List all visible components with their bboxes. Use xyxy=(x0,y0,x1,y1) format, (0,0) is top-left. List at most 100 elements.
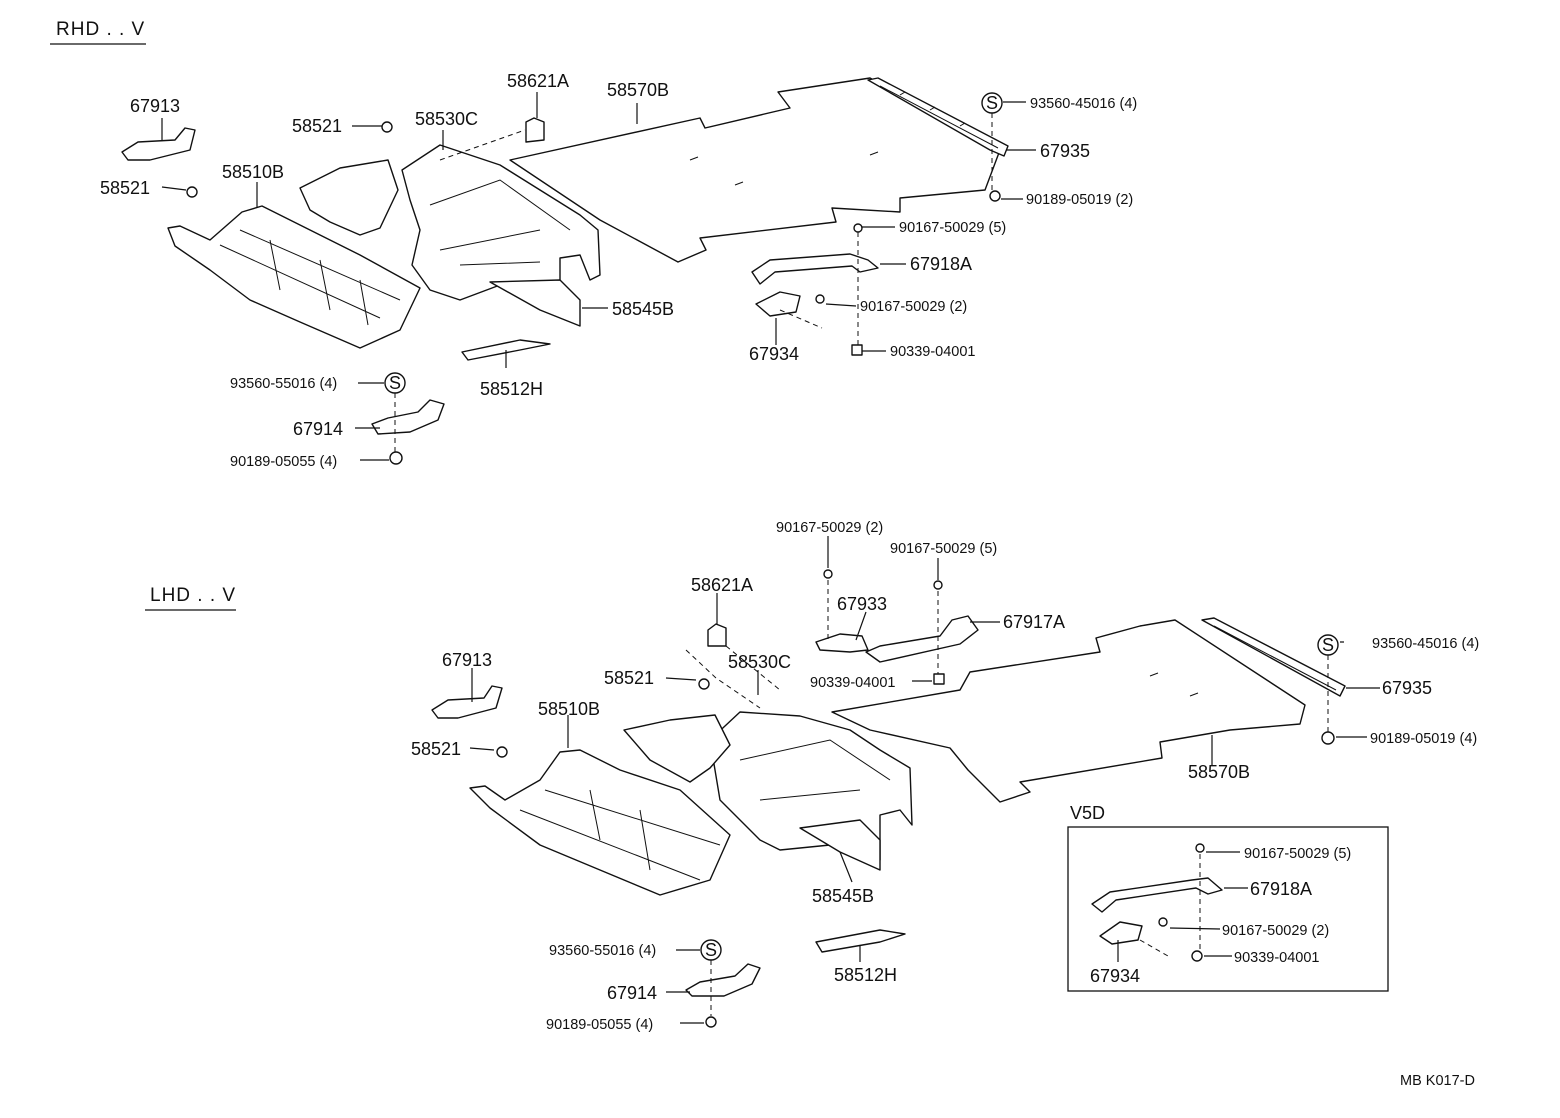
bracket-67918A xyxy=(751,253,879,285)
lhd-section: LHD . . V xyxy=(145,520,1479,1033)
floor-tunnel-58530C-lhd xyxy=(709,711,913,861)
callout-67933: 67933 xyxy=(837,594,887,614)
bracket-67934-v5d xyxy=(1099,921,1143,945)
lhd-section-title: LHD . . V xyxy=(150,585,236,606)
front-floor-58510B xyxy=(167,205,421,349)
callout-90189-05055: 90189-05055 (4) xyxy=(230,454,337,470)
nut-90339-04001-v5d xyxy=(1191,950,1203,962)
callout-67913-lhd: 67913 xyxy=(442,650,492,670)
callout-58512H: 58512H xyxy=(480,379,543,399)
svg-text:S: S xyxy=(986,93,998,113)
bracket-67913-lhd xyxy=(431,685,503,719)
clip-58621A xyxy=(525,117,545,143)
callout-67913: 67913 xyxy=(130,96,180,116)
nut-90189-05019-lhd xyxy=(1321,731,1335,745)
clip-58521-side-lhd xyxy=(496,746,508,758)
nut-90189-05055 xyxy=(389,451,403,465)
svg-text:S: S xyxy=(705,940,717,960)
callout-58510B: 58510B xyxy=(222,162,284,182)
callout-58570B-lhd: 58570B xyxy=(1188,762,1250,782)
callout-67918A-v5d: 67918A xyxy=(1250,879,1312,899)
callout-93560-45016-lhd: 93560-45016 (4) xyxy=(1372,636,1479,652)
callout-58545B: 58545B xyxy=(612,299,674,319)
callout-90189-05019-lhd: 90189-05019 (4) xyxy=(1370,731,1477,747)
callout-67934-v5d: 67934 xyxy=(1090,966,1140,986)
rear-floor-panel-lhd xyxy=(831,619,1306,803)
callout-58530C-lhd: 58530C xyxy=(728,652,791,672)
clip-58521-top xyxy=(381,121,393,133)
callout-67935: 67935 xyxy=(1040,141,1090,161)
bracket-58545B-lhd xyxy=(799,819,881,871)
svg-text:S: S xyxy=(389,373,401,393)
callout-90167-50029-5: 90167-50029 (5) xyxy=(899,220,1006,236)
callout-58521-a-lhd: 58521 xyxy=(604,668,654,688)
callout-90167-50029-2-lhd: 90167-50029 (2) xyxy=(776,520,883,536)
callout-67914: 67914 xyxy=(293,419,343,439)
callout-67934: 67934 xyxy=(749,344,799,364)
clip-58521-top-lhd xyxy=(698,678,710,690)
bracket-58545B xyxy=(489,279,581,327)
bracket-67913 xyxy=(121,127,196,161)
v5d-box xyxy=(1067,826,1389,992)
rhd-section-title: RHD . . V xyxy=(56,19,145,40)
callout-93560-45016: 93560-45016 (4) xyxy=(1030,96,1137,112)
bracket-67918A-v5d xyxy=(1091,877,1223,913)
nut-90189-05055-lhd xyxy=(705,1016,717,1028)
bracket-67917A xyxy=(865,615,979,663)
callout-67935-lhd: 67935 xyxy=(1382,678,1432,698)
callout-90339-04001: 90339-04001 xyxy=(890,344,975,360)
callout-58621A: 58621A xyxy=(507,71,569,91)
rear-floor-panel xyxy=(509,77,1001,263)
callout-90189-05055-lhd: 90189-05055 (4) xyxy=(546,1017,653,1033)
callout-90167-50029-5-lhd: 90167-50029 (5) xyxy=(890,541,997,557)
callout-67917A: 67917A xyxy=(1003,612,1065,632)
seal-marker-93560-55016: S xyxy=(384,372,406,394)
bracket-67914 xyxy=(371,399,445,435)
callout-58510B-lhd: 58510B xyxy=(538,699,600,719)
screw-90167-50029-2-v5d xyxy=(1158,917,1168,927)
bracket-67934 xyxy=(755,291,801,317)
clip-58621A-lhd xyxy=(707,623,727,647)
nut-90189-05019 xyxy=(989,190,1001,202)
floor-tunnel-58530C xyxy=(401,144,601,301)
callout-90167-50029-2-v5d: 90167-50029 (2) xyxy=(1222,923,1329,939)
callout-90167-50029-5-v5d: 90167-50029 (5) xyxy=(1244,846,1351,862)
svg-text:S: S xyxy=(1322,635,1334,655)
callout-58512H-lhd: 58512H xyxy=(834,965,897,985)
bracket-67914-lhd xyxy=(685,963,761,997)
screw-90167-50029-5-v5d xyxy=(1195,843,1205,853)
diagram-code: MB K017-D xyxy=(1400,1073,1475,1089)
clip-58521-side xyxy=(186,186,198,198)
nut-90339-04001 xyxy=(851,344,863,356)
callout-58530C: 58530C xyxy=(415,109,478,129)
callout-67914-lhd: 67914 xyxy=(607,983,657,1003)
v5d-title: V5D xyxy=(1070,803,1105,823)
callout-67918A: 67918A xyxy=(910,254,972,274)
screw-90167-50029-2 xyxy=(815,294,825,304)
screw-90167-50029-2-lhd xyxy=(823,569,833,579)
callout-58570B: 58570B xyxy=(607,80,669,100)
front-floor-58510B-lhd xyxy=(469,749,731,896)
floor-tunnel-front-lhd xyxy=(623,714,731,783)
bracket-67933 xyxy=(815,633,869,653)
callout-90339-04001-v5d: 90339-04001 xyxy=(1234,950,1319,966)
callout-58521-a: 58521 xyxy=(292,116,342,136)
plate-58512H-lhd xyxy=(815,929,906,953)
callout-58521-b-lhd: 58521 xyxy=(411,739,461,759)
floor-tunnel-front xyxy=(299,159,399,236)
callout-58545B-lhd: 58545B xyxy=(812,886,874,906)
callout-90339-04001-lhd: 90339-04001 xyxy=(810,675,895,691)
callout-90189-05019: 90189-05019 (2) xyxy=(1026,192,1133,208)
screw-90167-50029-5-lhd xyxy=(933,580,943,590)
callout-93560-55016: 93560-55016 (4) xyxy=(230,376,337,392)
callout-58621A-lhd: 58621A xyxy=(691,575,753,595)
callout-58521-b: 58521 xyxy=(100,178,150,198)
callout-93560-55016-lhd: 93560-55016 (4) xyxy=(549,943,656,959)
rhd-section: RHD . . V xyxy=(50,19,1137,470)
nut-90339-04001-lhd xyxy=(933,673,945,685)
seal-marker-93560-45016-lhd: S xyxy=(1317,634,1339,656)
seal-marker-93560-55016-lhd: S xyxy=(700,939,722,961)
seal-marker-93560-45016: S xyxy=(981,92,1003,114)
screw-90167-50029-5 xyxy=(853,223,863,233)
